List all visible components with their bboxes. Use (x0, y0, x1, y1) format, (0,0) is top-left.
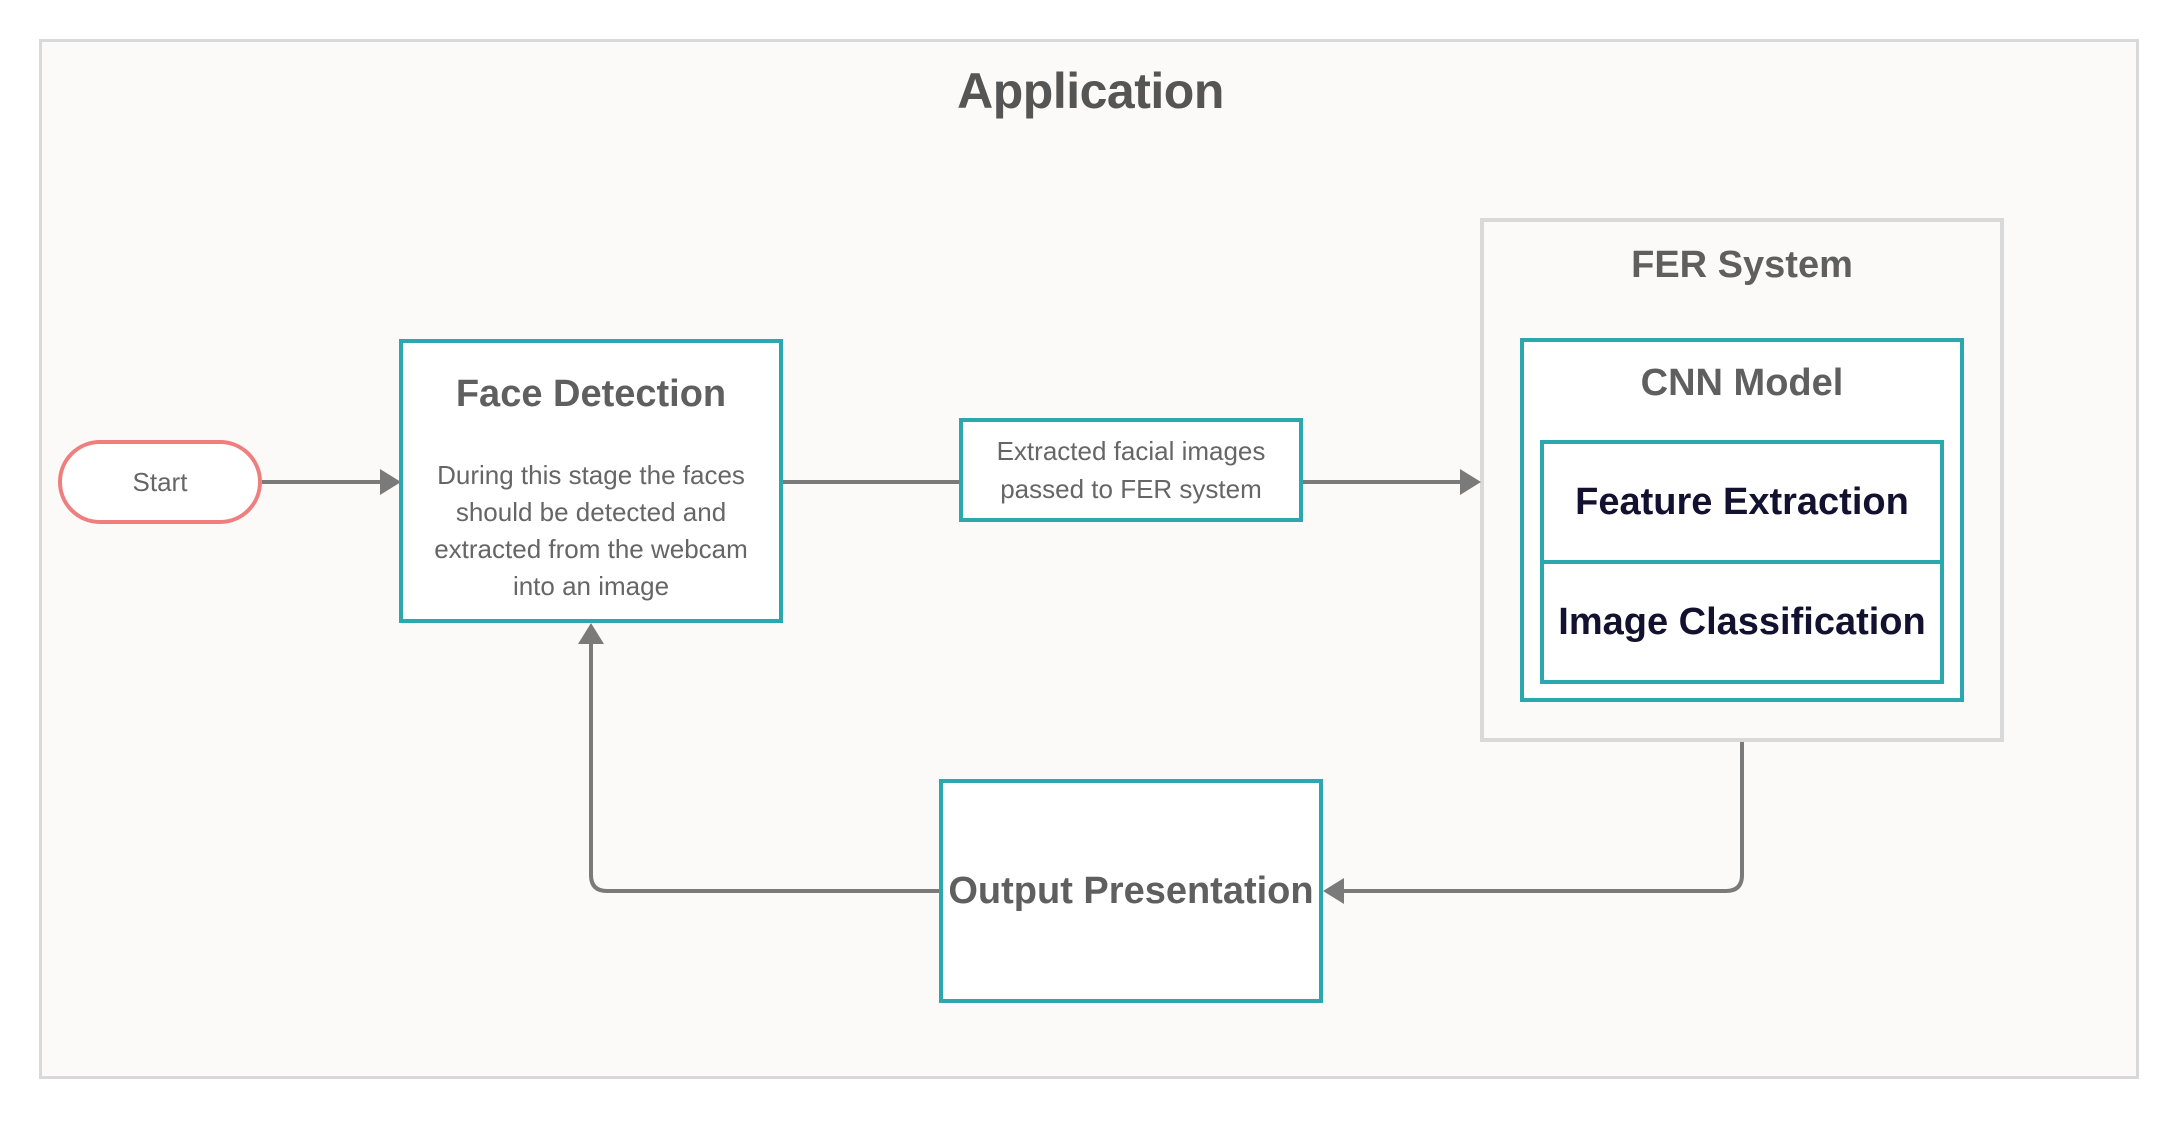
output-presentation-node: Output Presentation (939, 779, 1323, 1003)
image-classification-node: Image Classification (1540, 560, 1944, 684)
arrowhead-face-detection-left (380, 469, 401, 495)
fer-system-title: FER System (1631, 244, 1853, 286)
arrowhead-output-right (1323, 878, 1344, 904)
connector-output-to-face-detection (589, 644, 939, 893)
arrowhead-face-detection-bottom (578, 623, 604, 644)
start-label: Start (132, 466, 188, 497)
face-detection-title: Face Detection (455, 373, 727, 415)
image-classification-label: Image Classification (1558, 600, 1926, 643)
feature-extraction-label: Feature Extraction (1575, 480, 1909, 523)
output-presentation-label: Output Presentation (948, 869, 1314, 912)
feature-extraction-node: Feature Extraction (1540, 440, 1944, 564)
start-node: Start (58, 440, 262, 524)
face-detection-node: Face Detection During this stage the fac… (399, 339, 783, 623)
connector-fer-to-output (1344, 742, 1744, 893)
arrowhead-fer-left (1460, 469, 1481, 495)
extracted-images-node: Extracted facial images passed to FER sy… (959, 418, 1303, 522)
cnn-model-title: CNN Model (1640, 362, 1844, 404)
extracted-images-label: Extracted facial images passed to FER sy… (996, 436, 1266, 504)
face-detection-description: During this stage the faces should be de… (434, 460, 748, 601)
application-title: Application (957, 63, 1224, 119)
